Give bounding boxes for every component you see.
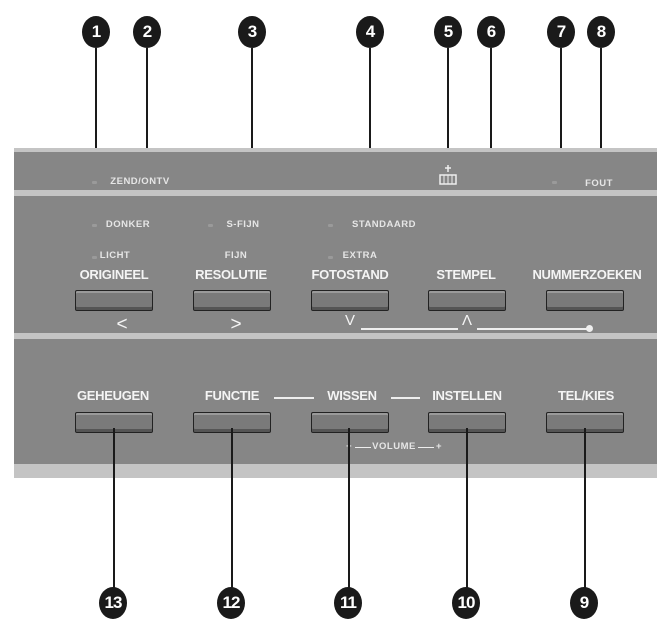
extra-led [328, 256, 333, 259]
origineel-label: ORIGINEEL [79, 267, 149, 282]
superfine-led [208, 224, 213, 227]
leader-line-11 [348, 428, 350, 593]
light-led [92, 256, 97, 259]
star-dot-icon [586, 325, 593, 332]
resolution-fine-label: FIJN [224, 250, 248, 261]
leader-line-9 [584, 428, 586, 593]
callout-2: 2 [133, 16, 161, 48]
functie-label: FUNCTIE [204, 388, 260, 403]
leader-line-13 [113, 428, 115, 593]
status-strip [14, 152, 657, 190]
callout-7: 7 [547, 16, 575, 48]
nummerzoeken-label: NUMMERZOEKEN [532, 267, 642, 282]
callout-5: 5 [434, 16, 462, 48]
fotostand-label: FOTOSTAND [311, 267, 389, 282]
callout-8: 8 [587, 16, 615, 48]
callout-6: 6 [477, 16, 505, 48]
top-control-panel [14, 196, 657, 333]
resolution-extra-label: EXTRA [342, 250, 378, 261]
memory-icon [438, 164, 458, 191]
wissen-label: WISSEN [327, 388, 377, 403]
leader-line-1 [95, 48, 97, 176]
right-arrow-icon: > [230, 314, 242, 335]
callout-11: 11 [334, 587, 362, 619]
resolution-standard-label: STANDAARD [352, 219, 416, 230]
nummerzoeken-connector-line [477, 328, 587, 330]
origineel-button[interactable] [75, 290, 153, 311]
scroll-connector-line [361, 328, 458, 330]
wissen-button[interactable] [311, 412, 389, 433]
fotostand-button[interactable] [311, 290, 389, 311]
callout-9: 9 [570, 587, 598, 619]
volume-plus-label: + [435, 441, 443, 452]
leader-line-10 [466, 428, 468, 593]
telkies-label: TEL/KIES [557, 388, 615, 403]
instellen-label: INSTELLEN [432, 388, 502, 403]
standard-led [328, 224, 333, 227]
callout-1: 1 [82, 16, 110, 48]
volume-right-line [418, 447, 434, 448]
stempel-label: STEMPEL [436, 267, 496, 282]
send-receive-led [92, 181, 97, 184]
resolution-superfine-label: S-FIJN [226, 219, 260, 230]
wissen-instellen-connector [391, 397, 420, 399]
geheugen-label: GEHEUGEN [76, 388, 150, 403]
bottom-control-panel [14, 339, 657, 464]
contrast-dark-label: DONKER [105, 219, 151, 230]
volume-label: VOLUME [372, 441, 416, 452]
leader-line-7 [560, 48, 562, 178]
resolutie-label: RESOLUTIE [195, 267, 267, 282]
up-arrow-icon: Λ [461, 312, 473, 329]
dark-led [92, 224, 97, 227]
callout-12: 12 [217, 587, 245, 619]
callout-3: 3 [238, 16, 266, 48]
leader-line-12 [231, 428, 233, 593]
down-arrow-icon: V [344, 312, 356, 329]
error-led [552, 181, 557, 184]
error-label: FOUT [585, 178, 613, 189]
contrast-light-label: LICHT [99, 250, 131, 261]
send-receive-label: ZEND/ONTV [110, 176, 170, 187]
functie-wissen-connector [274, 397, 314, 399]
callout-13: 13 [99, 587, 127, 619]
callout-10: 10 [452, 587, 480, 619]
resolutie-button[interactable] [193, 290, 271, 311]
stempel-button[interactable] [428, 290, 506, 311]
left-arrow-icon: < [116, 314, 128, 335]
volume-left-line [355, 447, 371, 448]
leader-line-5 [447, 48, 449, 170]
nummerzoeken-button[interactable] [546, 290, 624, 311]
callout-4: 4 [356, 16, 384, 48]
